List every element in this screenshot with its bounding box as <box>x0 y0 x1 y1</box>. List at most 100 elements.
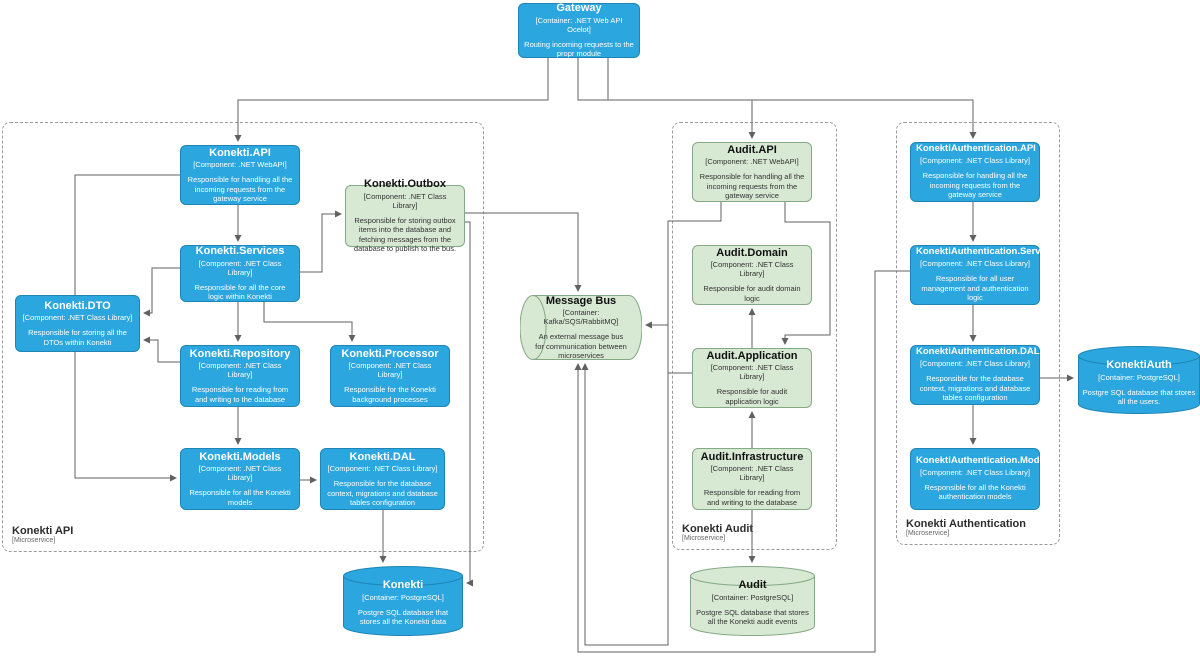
edge-audit-api-to-audit-application <box>781 202 831 345</box>
boundary-konekti-authentication-boundary[interactable]: Konekti Authentication[Microservice] <box>896 122 1060 545</box>
node-title: KonektiAuth <box>1106 359 1172 371</box>
node-description: Responsible for audit application logic <box>716 387 788 406</box>
node-subtitle: [Component: .NET Class Library] <box>198 464 282 483</box>
boundary-title: Konekti Audit <box>682 522 754 535</box>
boundary-title: Konekti Authentication <box>906 517 1026 530</box>
node-description: Responsible for the Konekti background p… <box>344 385 436 404</box>
node-auth-service[interactable]: KonektiAuthentication.Service[Component:… <box>910 245 1054 305</box>
node-subtitle: [Component: .NET Class Library] <box>348 361 432 380</box>
node-title: Audit.Infrastructure <box>700 450 804 463</box>
node-konekti-db[interactable]: Konekti[Container: PostgreSQL] Postgre SQ… <box>343 566 463 636</box>
edge-konekti-services-to-konekti-processor <box>263 302 356 342</box>
node-description: Responsible for reading from and writing… <box>191 385 289 404</box>
boundary-label: Konekti API[Microservice] <box>12 525 73 545</box>
node-audit-infrastructure[interactable]: Audit.Infrastructure[Component: .NET Cla… <box>692 448 812 510</box>
boundary-subtitle: [Microservice] <box>682 534 726 542</box>
node-title: Audit.Application <box>706 349 798 362</box>
message-bus-cylinder-shape <box>520 295 642 360</box>
node-description: Responsible for all the Konekti models <box>189 488 291 507</box>
node-konekti-dal[interactable]: Konekti.DAL[Component: .NET Class Librar… <box>320 448 445 510</box>
edge-konekti-services-to-konekti-dto <box>143 267 180 317</box>
node-konekti-outbox[interactable]: Konekti.Outbox[Component: .NET Class Lib… <box>345 178 465 253</box>
node-description: Postgre SQL database that stores all the… <box>696 607 809 627</box>
node-subtitle: [Container: PostgreSQL] <box>362 592 444 602</box>
node-title: KonektiAuthentication.API <box>916 143 1036 155</box>
node-subtitle: [Component: .NET Class Library] <box>920 468 1030 478</box>
node-subtitle: [Component: .NET Class Library] <box>710 363 794 382</box>
boundary-konekti-audit-boundary[interactable]: Konekti Audit[Microservice] <box>672 122 837 550</box>
node-gateway[interactable]: Gateway[Container: .NET Web API Ocelot]R… <box>518 2 640 59</box>
konekti-db-cylinder-shape <box>343 566 463 636</box>
node-title: Konekti.DTO <box>44 299 111 312</box>
node-konekti-processor[interactable]: Konekti.Processor[Component: .NET Class … <box>330 345 450 407</box>
node-title: Konekti.Models <box>199 450 281 463</box>
edge-audit-application-to-message-bus <box>645 321 692 374</box>
node-description: Responsible for reading from and writing… <box>703 488 801 507</box>
node-title: Audit <box>738 579 767 591</box>
node-konekti-repository[interactable]: Konekti.Repository[Component: .NET Class… <box>180 345 300 407</box>
edge-konekti-repository-to-konekti-dto <box>143 336 180 363</box>
node-subtitle: [Component: .NET Class Library] <box>198 258 282 277</box>
node-auth-api[interactable]: KonektiAuthentication.API[Component: .NE… <box>910 142 1040 202</box>
edge-gateway-to-audit-api <box>577 58 756 139</box>
node-audit-api[interactable]: Audit.API[Component: .NET WebAPI]Respons… <box>692 142 812 202</box>
node-audit-domain[interactable]: Audit.Domain[Component: .NET Class Libra… <box>692 245 812 305</box>
edge-gateway-to-auth-api <box>607 58 977 139</box>
node-description: Responsible for the database context, mi… <box>327 479 438 508</box>
node-description: Responsible for storing outbox items int… <box>353 216 457 254</box>
node-title: KonektiAuthentication.Model <box>916 455 1048 467</box>
audit-db-cylinder-shape <box>690 566 815 636</box>
node-description: Responsible for handling all the incomin… <box>699 172 805 201</box>
node-description: An external message bus for communicatio… <box>535 332 627 361</box>
node-title: KonektiAuthentication.DAL <box>916 346 1040 358</box>
boundary-label: Konekti Audit[Microservice] <box>682 523 753 543</box>
node-subtitle: [Component: .NET Class Library] <box>363 192 447 211</box>
node-title: Konekti <box>382 579 424 591</box>
edge-auth-service-to-message-bus <box>574 270 910 653</box>
node-title: Gateway <box>556 2 602 15</box>
edge-gateway-to-konekti-api <box>234 58 549 142</box>
node-message-bus[interactable]: Message Bus[Container: Kafka/SQS/RabbitM… <box>520 295 642 360</box>
node-description: Responsible for storing all the DTOs wit… <box>28 328 127 347</box>
node-subtitle: [Component: .NET Class Library] <box>327 464 438 474</box>
edge-konekti-outbox-to-konekti-db <box>465 221 473 587</box>
node-description: Routing incoming requests to the propr m… <box>524 39 634 59</box>
node-konekti-api[interactable]: Konekti.API[Component: .NET WebAPI] Respo… <box>180 145 300 205</box>
node-audit-application[interactable]: Audit.Application[Component: .NET Class … <box>692 348 812 408</box>
node-subtitle: [Container: PostgreSQL] <box>711 592 794 602</box>
node-audit-db[interactable]: Audit[Container: PostgreSQL] Postgre SQL … <box>690 566 815 636</box>
node-title: Konekti.Repository <box>189 347 291 360</box>
boundary-title: Konekti API <box>12 524 74 537</box>
node-title: Konekti.DAL <box>349 450 416 463</box>
node-subtitle: [Component: .NET Class Library] <box>710 260 794 279</box>
node-subtitle: [Component: .NET WebAPI] <box>193 160 287 170</box>
node-subtitle: [Component: .NET Class Library] <box>920 156 1030 166</box>
node-subtitle: [Component: .NET Class Library] <box>198 361 282 380</box>
boundary-label: Konekti Authentication[Microservice] <box>906 518 1026 538</box>
node-title: Konekti.API <box>209 146 271 159</box>
node-description: Responsible for all user management and … <box>921 274 1029 303</box>
node-description: Responsible for the database context, mi… <box>919 374 1031 403</box>
node-konekti-models[interactable]: Konekti.Models[Component: .NET Class Lib… <box>180 448 300 510</box>
node-konekti-dto[interactable]: Konekti.DTO[Component: .NET Class Librar… <box>15 295 140 352</box>
node-title: Audit.API <box>727 143 777 156</box>
node-auth-model[interactable]: KonektiAuthentication.Model[Component: .… <box>910 448 1048 510</box>
node-description: Responsible for handling all the incomin… <box>922 171 1028 200</box>
node-auth-dal[interactable]: KonektiAuthentication.DAL[Component: .NE… <box>910 345 1040 405</box>
node-description: Postgre SQL database that stores all the… <box>357 607 449 627</box>
node-konekti-services[interactable]: Konekti.Services[Component: .NET Class L… <box>180 245 300 302</box>
boundary-subtitle: [Microservice] <box>12 536 56 544</box>
node-title: Konekti.Outbox <box>364 178 446 191</box>
edge-audit-api-to-message-bus <box>581 202 722 646</box>
boundary-konekti-api-boundary[interactable]: Konekti API[Microservice] <box>2 122 484 552</box>
edge-konekti-services-to-konekti-outbox <box>300 210 342 273</box>
node-description: Responsible for audit domain logic <box>703 284 801 303</box>
node-subtitle: [Container: Kafka/SQS/RabbitMQ] <box>543 308 619 327</box>
node-description: Responsible for all the Konekti authenti… <box>924 483 1026 502</box>
node-auth-db[interactable]: KonektiAuth[Container: PostgreSQL]Postgr… <box>1078 346 1200 414</box>
node-description: Postgre SQL database that stores all the… <box>1082 387 1196 407</box>
node-description: Responsible for handling all the incomin… <box>187 175 293 204</box>
node-subtitle: [Component: .NET Class Library] <box>710 464 794 483</box>
node-title: Konekti.Processor <box>341 347 439 360</box>
